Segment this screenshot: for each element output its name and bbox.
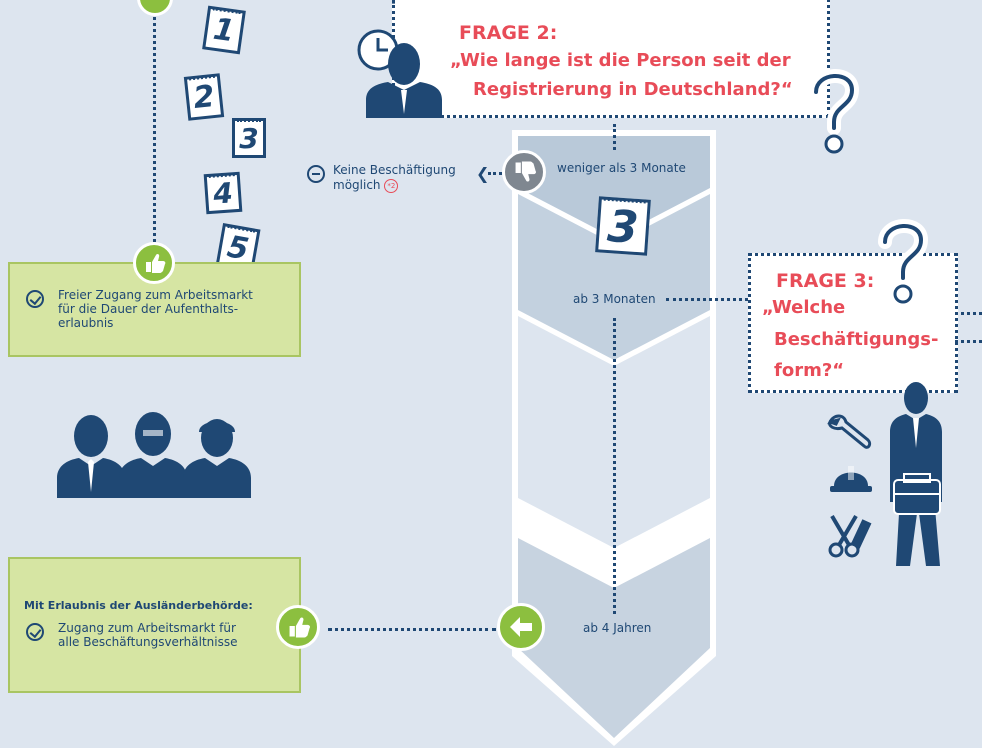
no-employment-line-1: Keine Beschäftigung (333, 163, 456, 177)
check-circle-icon (26, 623, 44, 641)
free-access-text: Freier Zugang zum Arbeitsmarkt für die D… (58, 288, 298, 330)
free-access-line-3: erlaubnis (58, 316, 114, 330)
question3-line-3: form?“ (774, 360, 845, 381)
step-from-3: ab 3 Monaten (573, 292, 656, 306)
permission-box: Mit Erlaubnis der Ausländerbehörde: Zuga… (8, 557, 301, 693)
timeline-arrow (512, 130, 716, 746)
businessman-icon (890, 382, 942, 566)
question3-outer-connector (955, 312, 982, 315)
scissors-comb-icon (828, 514, 872, 558)
thumbs-up-icon-top (137, 0, 173, 16)
permission-connector-line (328, 628, 496, 631)
thumbs-up-icon (133, 242, 175, 284)
calendar-icon-big: 3 (595, 196, 651, 256)
step-less-than-3: weniger als 3 Monate (557, 161, 686, 175)
person-icon (366, 43, 442, 118)
question3-outer-connector-2 (955, 340, 982, 343)
calendar-icon-4: 4 (203, 171, 243, 215)
helmet-icon (830, 466, 872, 492)
left-connector-line (153, 10, 156, 260)
question-mark-icon (809, 69, 860, 154)
thumbs-up-icon (276, 605, 320, 649)
question3-line-1: „Welche (762, 297, 846, 318)
calendar-icon-1: 1 (202, 5, 246, 55)
no-employment-connector (488, 172, 502, 175)
arrow-left-icon: ❮ (476, 164, 490, 183)
question2-tab-left (392, 0, 395, 4)
question3-title: FRAGE 3: (776, 270, 875, 292)
back-arrow-icon (497, 603, 545, 651)
free-access-line-1: Freier Zugang zum Arbeitsmarkt (58, 288, 253, 302)
question3-box (748, 253, 958, 393)
thumbs-down-icon (502, 150, 546, 194)
no-employment-line-2-row: möglich *2 (333, 178, 456, 193)
permission-line-2: alle Beschäftungsverhältnisse (58, 635, 238, 649)
step-from-4-years: ab 4 Jahren (583, 621, 652, 635)
question3-line-2: Beschäftigungs- (774, 329, 939, 350)
question2-box (392, 0, 830, 118)
calendar-icon-3: 3 (232, 118, 266, 158)
minus-circle-icon (307, 165, 325, 183)
question2-title: FRAGE 2: (459, 22, 558, 44)
center-connector-line (613, 318, 616, 614)
calendar-icon-2: 2 (183, 73, 225, 121)
no-employment-line-2: möglich (333, 178, 381, 192)
permission-heading: Mit Erlaubnis der Ausländerbehörde: (24, 599, 253, 612)
check-circle-icon (26, 290, 44, 308)
question3-connector (666, 298, 748, 301)
question-mark-icon (878, 219, 929, 304)
permission-text: Zugang zum Arbeitsmarkt für alle Beschäf… (58, 621, 298, 649)
free-access-line-2: für die Dauer der Aufenthalts- (58, 302, 239, 316)
no-employment-text: Keine Beschäftigung möglich *2 (333, 163, 456, 193)
center-connector-line-top (613, 124, 616, 150)
permission-line-1: Zugang zum Arbeitsmarkt für (58, 621, 236, 635)
people-icon (57, 412, 251, 498)
question2-line-1: „Wie lange ist die Person seit der (450, 50, 791, 71)
question2-line-2: Registrierung in Deutschland?“ (473, 79, 793, 100)
footnote-badge: *2 (384, 178, 399, 193)
wrench-icon (827, 414, 872, 449)
